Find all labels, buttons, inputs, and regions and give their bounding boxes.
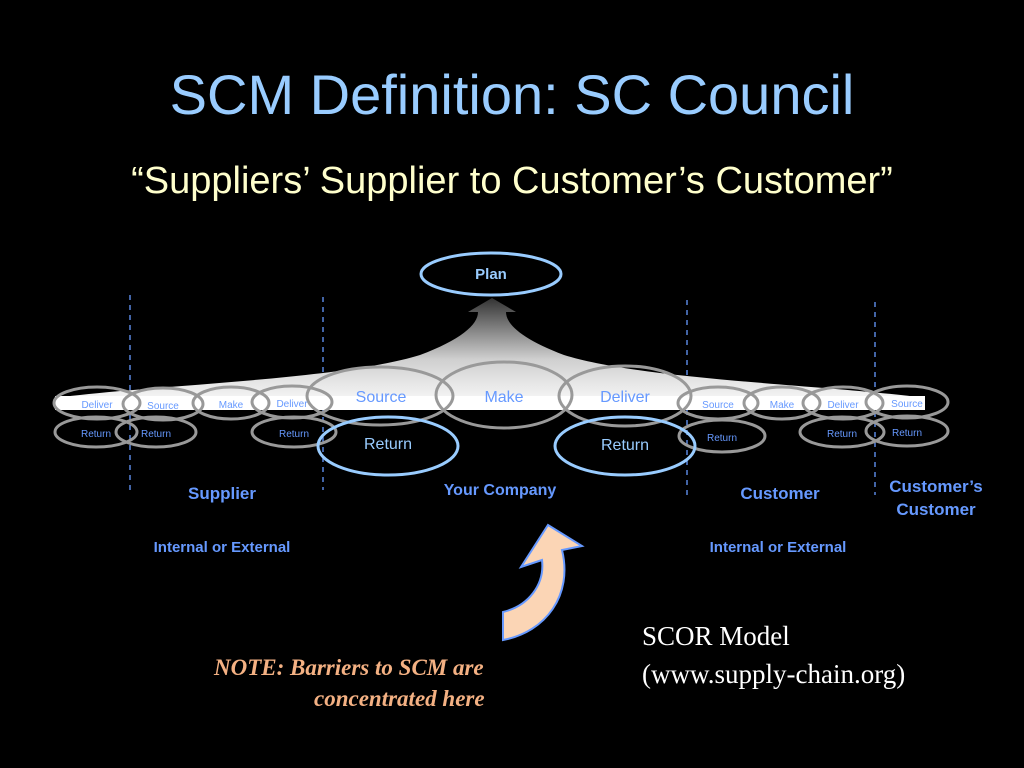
- your-company-label: Your Company: [443, 482, 557, 499]
- customer-make-oval: [742, 385, 822, 421]
- supplier-make-label: Make: [219, 400, 244, 411]
- supplier-label: Supplier: [187, 484, 256, 503]
- curved-arrow-icon: [502, 523, 585, 642]
- slide-title: SCM Definition: SC Council: [169, 63, 855, 126]
- supplier-return2-label: Return: [141, 429, 171, 440]
- scor-model-reference: SCOR Model (www.supply-chain.org): [642, 617, 905, 693]
- customer-make-label: Make: [770, 400, 795, 411]
- internal-external-right-label: Internal or External: [709, 539, 847, 556]
- customer-source2-label: Source: [891, 399, 923, 410]
- company-deliver-label: Deliver: [600, 389, 650, 406]
- barrier-note-line1: NOTE: Barriers to SCM are: [214, 655, 484, 680]
- customer-return2-label: Return: [827, 429, 857, 440]
- slide-subtitle: “Suppliers’ Supplier to Customer’s Custo…: [131, 160, 893, 202]
- process-band: [55, 396, 925, 410]
- company-make-oval: [434, 360, 574, 430]
- internal-external-left-label: Internal or External: [153, 539, 291, 556]
- company-make-label: Make: [484, 389, 523, 406]
- scor-model-line2: (www.supply-chain.org): [642, 659, 906, 689]
- scor-model-line1: SCOR Model: [642, 621, 790, 651]
- customer-return2-oval: [798, 415, 886, 449]
- plan-label: Plan: [475, 266, 507, 283]
- company-source-oval: [305, 365, 455, 427]
- supplier-source-label: Source: [147, 401, 179, 412]
- customer-deliver-oval: [801, 385, 885, 421]
- company-return-right-oval: [553, 415, 697, 477]
- customer-deliver-label: Deliver: [827, 400, 859, 411]
- company-return-right-label: Return: [601, 437, 649, 454]
- supplier-make-oval: [191, 385, 271, 421]
- supplier-return3-label: Return: [279, 429, 309, 440]
- company-deliver-oval: [557, 364, 693, 428]
- customer-label: Customer: [740, 484, 820, 503]
- customers-customer-line1: Customer’s: [889, 477, 983, 496]
- company-return-left-label: Return: [364, 436, 412, 453]
- supplier-return3-oval: [250, 415, 338, 449]
- customer-return3-oval: [864, 414, 950, 448]
- plan-oval: [419, 251, 563, 297]
- customers-customer-label: Customer’s Customer: [866, 475, 1006, 521]
- supplier-return1-label: Return: [81, 429, 111, 440]
- supplier-return2-oval: [114, 415, 198, 449]
- supplier-deliver-label: Deliver: [81, 400, 113, 411]
- customer-return3-label: Return: [892, 428, 922, 439]
- company-return-left-oval: [316, 415, 460, 477]
- customers-customer-line2: Customer: [896, 500, 976, 519]
- customer-return1-oval: [677, 418, 767, 454]
- customer-source-label: Source: [702, 400, 734, 411]
- barrier-note-line2: concentrated here: [314, 686, 485, 711]
- customer-source2-oval: [864, 384, 950, 420]
- supplier-source-oval: [121, 386, 205, 422]
- customer-return1-label: Return: [707, 433, 737, 444]
- company-source-label: Source: [356, 389, 407, 406]
- plan-fan-shape: [55, 298, 925, 409]
- supplier-deliver2-label: Deliver: [276, 399, 308, 410]
- barrier-note: NOTE: Barriers to SCM are concentrated h…: [200, 652, 560, 714]
- supplier-return1-oval: [53, 415, 139, 449]
- supplier-deliver-oval: [52, 385, 142, 421]
